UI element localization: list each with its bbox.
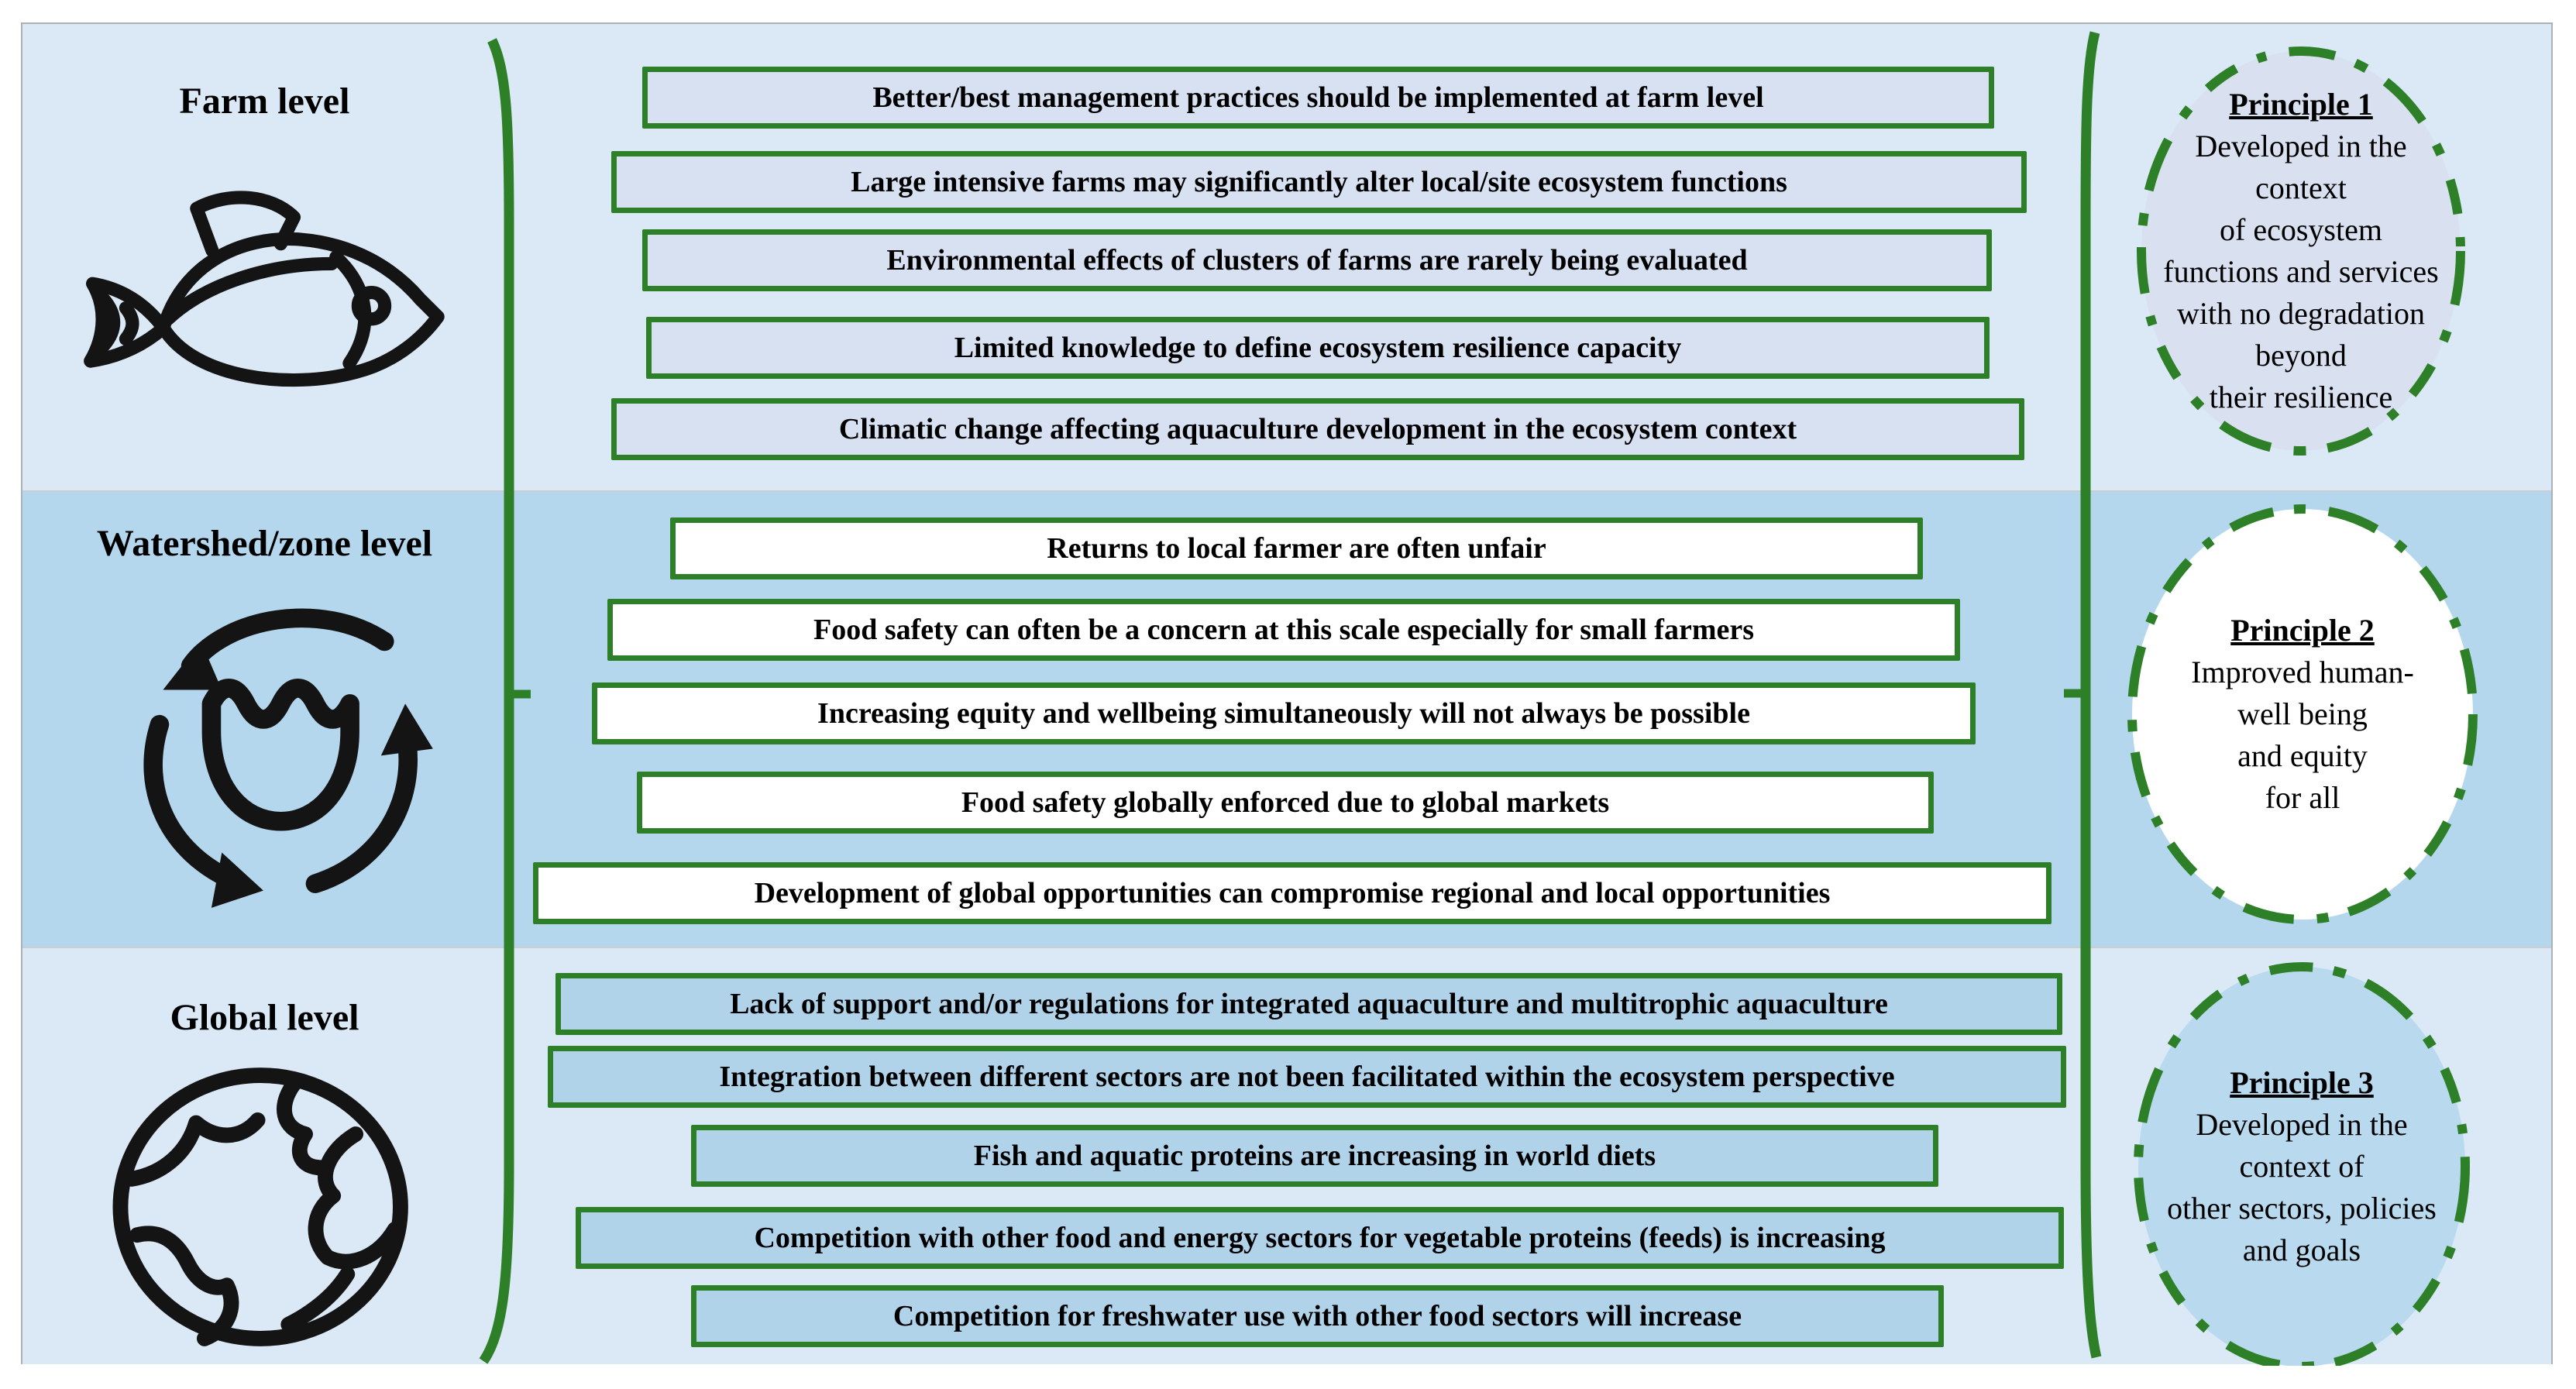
watershed-box-4: Food safety globally enforced due to glo… — [637, 772, 1934, 834]
principle-3-line: other sectors, policies — [2167, 1191, 2437, 1226]
principle-3-line: Developed in the — [2196, 1107, 2408, 1142]
principle-1-line: functions and services — [2163, 254, 2439, 289]
principle-1-line: with no degradation — [2177, 296, 2425, 331]
principle-2-line: well being — [2237, 696, 2368, 731]
global-box-5: Competition for freshwater use with othe… — [691, 1285, 1944, 1347]
principle-2-line: for all — [2265, 780, 2340, 815]
farm-box-2: Large intensive farms may significantly … — [611, 151, 2027, 213]
water-cycle-icon — [101, 571, 464, 920]
global-level-title: Global level — [170, 997, 359, 1038]
principle-3-title: Principle 3 — [2230, 1065, 2374, 1100]
watershed-box-1: Returns to local farmer are often unfair — [670, 517, 1923, 579]
globe-icon — [109, 1066, 414, 1348]
watershed-box-3: Increasing equity and wellbeing simultan… — [592, 682, 1976, 744]
principle-2-text: Principle 2 Improved human- well being a… — [2109, 610, 2496, 819]
watershed-level-title: Watershed/zone level — [96, 523, 433, 564]
principle-1-line: beyond — [2255, 338, 2347, 373]
farm-box-5: Climatic change affecting aquaculture de… — [611, 398, 2024, 460]
farm-box-3: Environmental effects of clusters of far… — [642, 229, 1992, 291]
farm-box-1: Better/best management practices should … — [642, 67, 1994, 129]
watershed-box-5: Development of global opportunities can … — [533, 862, 2052, 924]
figure-content: Farm level Watershed/zone level Global l… — [21, 22, 2553, 1366]
principle-1-text: Principle 1 Developed in the context of … — [2107, 84, 2495, 418]
principle-1-line: their resilience — [2209, 380, 2393, 414]
principle-3-text: Principle 3 Developed in the context of … — [2108, 1062, 2495, 1271]
principle-2-line: Improved human- — [2191, 655, 2414, 689]
principle-2-line: and equity — [2237, 738, 2368, 773]
principle-1-line: Developed in the — [2195, 129, 2407, 163]
principle-1-title: Principle 1 — [2229, 87, 2373, 122]
global-box-1: Lack of support and/or regulations for i… — [555, 973, 2062, 1035]
fish-icon — [71, 189, 456, 414]
global-box-3: Fish and aquatic proteins are increasing… — [691, 1125, 1938, 1187]
farm-box-4: Limited knowledge to define ecosystem re… — [646, 317, 1990, 379]
global-box-4: Competition with other food and energy s… — [576, 1207, 2064, 1269]
global-box-2: Integration between different sectors ar… — [548, 1046, 2066, 1108]
principle-2-title: Principle 2 — [2230, 613, 2375, 648]
farm-level-title: Farm level — [179, 81, 350, 122]
principle-3-line: and goals — [2242, 1233, 2361, 1267]
watershed-box-2: Food safety can often be a concern at th… — [607, 599, 1960, 661]
principle-3-line: context of — [2239, 1149, 2364, 1184]
principle-1-line: context — [2255, 170, 2347, 205]
principle-1-line: of ecosystem — [2220, 212, 2382, 247]
